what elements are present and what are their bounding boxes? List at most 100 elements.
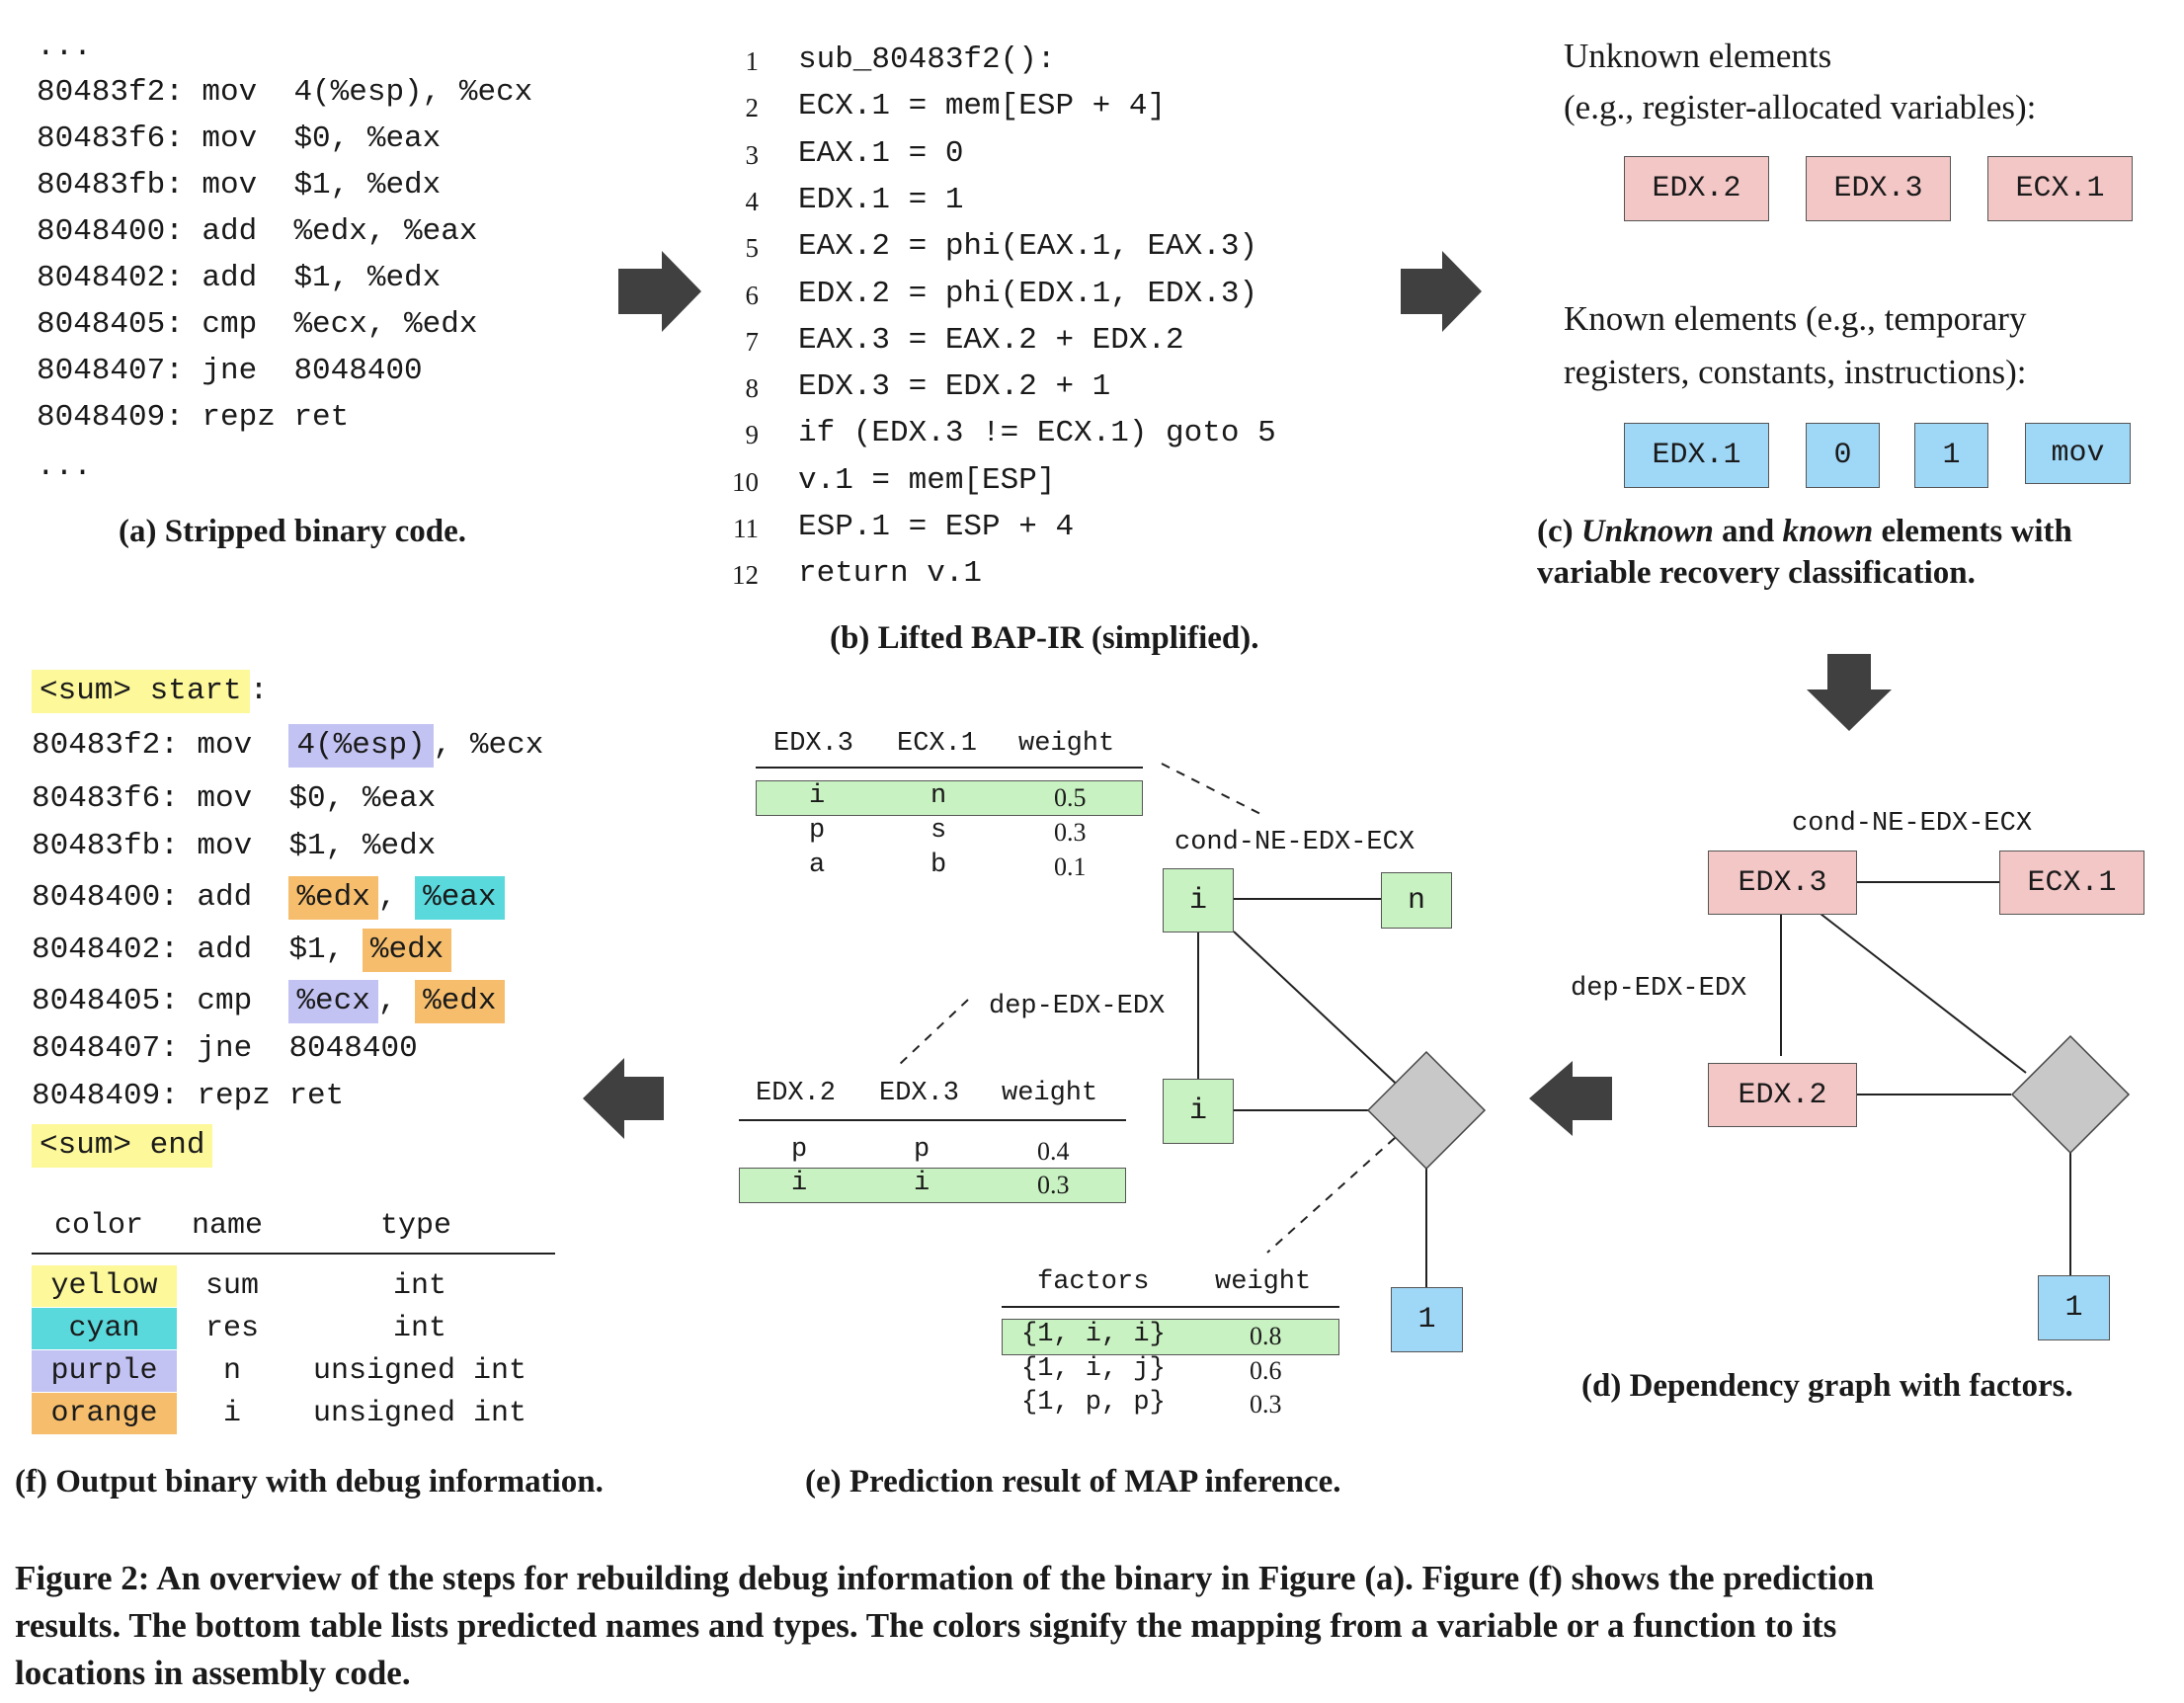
figure-caption-line2: results. The bottom table lists predicte… (15, 1606, 1837, 1645)
t3-cell: {1, i, j} (1021, 1354, 1166, 1384)
t1-cell: b (930, 851, 947, 880)
f-header-name: name (192, 1209, 264, 1243)
ir-line-number: 7 (745, 326, 760, 357)
factor-label-dep: dep-EDX-EDX (1571, 974, 1747, 1004)
asm-line: 8048405: cmp %ecx, %edx (37, 307, 478, 342)
asm-line: 8048407: jne 8048400 (37, 354, 423, 388)
t1-cell: n (930, 781, 947, 811)
t1-cell: 0.3 (1054, 818, 1087, 847)
ir-line-code: EDX.3 = EDX.2 + 1 (798, 369, 1111, 405)
annotated-asm-line: 8048407: jne 8048400 (32, 1027, 418, 1071)
asm-line: 80483fb: mov $1, %edx (37, 168, 442, 203)
sum-start-tag: <sum> start (32, 670, 250, 713)
t1-cell: i (809, 781, 826, 811)
edge-edx3-factor (1820, 913, 2027, 1074)
ir-line-number: 4 (745, 186, 760, 216)
unknown-box: EDX.3 (1806, 156, 1951, 221)
caption-b: (b) Lifted BAP-IR (simplified). (830, 620, 1259, 656)
known-box: 1 (1914, 423, 1988, 488)
factor-label-cond: cond-NE-EDX-ECX (1792, 809, 2033, 839)
t2-rule (739, 1119, 1126, 1121)
t3-cell: 0.6 (1250, 1356, 1282, 1385)
arrow-a-to-b (618, 251, 701, 332)
sum-end-tag: <sum> end (32, 1124, 213, 1168)
asm-operand: $1, (288, 933, 363, 967)
label-cond: cond-NE-EDX-ECX (1174, 828, 1416, 857)
node-const: 1 (2038, 1275, 2110, 1340)
asm-line: 8048402: add $1, %edx (37, 261, 442, 295)
f-rule (32, 1253, 555, 1255)
t2-header: weight (1002, 1079, 1098, 1108)
t1-cell: 0.1 (1054, 852, 1087, 881)
asm-operand: 8048400 (288, 1031, 418, 1066)
ellipsis-bottom: ... (37, 449, 92, 484)
ir-line-code: sub_80483f2(): (798, 42, 1056, 77)
caption-f: (f) Output binary with debug information… (15, 1464, 604, 1500)
t2-cell: 0.4 (1037, 1137, 1070, 1166)
dash-table2 (898, 999, 969, 1066)
label-dep: dep-EDX-EDX (989, 992, 1166, 1021)
node-edx2: EDX.2 (1708, 1063, 1857, 1127)
node-ecx1: ECX.1 (1999, 851, 2144, 915)
caption-c-line2: variable recovery classification. (1537, 555, 1976, 591)
t2-header: EDX.2 (756, 1079, 837, 1108)
annotated-asm-line: 8048409: repz ret (32, 1075, 344, 1118)
asm-operand: , (377, 984, 416, 1018)
legend-type: unsigned int (312, 1354, 527, 1388)
figure-caption-line1: Figure 2: An overview of the steps for r… (15, 1559, 1875, 1597)
asm-operand: $0, %eax (288, 781, 437, 816)
node-n: n (1381, 872, 1452, 929)
t1-header: EDX.3 (773, 729, 854, 759)
legend-color-purple: purple (32, 1350, 177, 1392)
known-box: 0 (1806, 423, 1880, 488)
known-box: EDX.1 (1624, 423, 1769, 488)
unknown-box: EDX.2 (1624, 156, 1769, 221)
ir-line-number: 11 (733, 514, 759, 543)
asm-line: 80483f6: mov $0, %eax (37, 122, 442, 156)
t3-cell: {1, i, i} (1021, 1320, 1166, 1349)
factor-diamond-d (2010, 1034, 2131, 1155)
ir-line-code: v.1 = mem[ESP] (798, 462, 1056, 498)
asm-address: 8048409: repz (32, 1079, 289, 1113)
f-header-type: type (380, 1209, 452, 1243)
ir-line-code: EDX.1 = 1 (798, 182, 964, 217)
legend-name: i (222, 1397, 241, 1430)
arrow-c-to-d (1807, 654, 1892, 731)
ir-line-number: 9 (745, 420, 760, 450)
annotated-asm-line: 80483f6: mov $0, %eax (32, 777, 436, 821)
t3-cell: 0.8 (1250, 1322, 1282, 1350)
t1-cell: p (809, 816, 826, 846)
ir-line-number: 3 (745, 139, 760, 170)
t3-header: weight (1215, 1267, 1312, 1297)
node-i1: i (1163, 868, 1234, 933)
unknown-title: Unknown elements (1564, 37, 1832, 75)
factor-diamond-e (1366, 1050, 1487, 1171)
unknown-box: ECX.1 (1987, 156, 2133, 221)
t1-cell: 0.5 (1054, 783, 1087, 812)
asm-line: 8048400: add %edx, %eax (37, 214, 478, 249)
caption-c-line1: (c) Unknown and known elements with (1537, 514, 2072, 549)
t3-header: factors (1037, 1267, 1150, 1297)
ir-line-number: 2 (745, 93, 760, 123)
t2-best-row (739, 1168, 1126, 1203)
dash-table1 (1161, 763, 1267, 818)
t1-rule (756, 767, 1143, 769)
ir-line-code: EAX.3 = EAX.2 + EDX.2 (798, 322, 1184, 358)
annotated-asm-line: 8048400: add %edx, %eax (32, 876, 505, 920)
t2-cell: 0.3 (1037, 1171, 1070, 1199)
asm-address: 80483f6: mov (32, 781, 289, 816)
sum-start-line: <sum> start: (32, 670, 268, 713)
legend-color-orange: orange (32, 1393, 177, 1434)
asm-operand: $1, %edx (288, 829, 437, 863)
asm-address: 8048407: jne (32, 1031, 289, 1066)
t2-cell: i (914, 1169, 930, 1198)
t2-cell: p (914, 1135, 930, 1165)
legend-name: res (204, 1312, 259, 1345)
asm-address: 80483fb: mov (32, 829, 289, 863)
ir-line-code: ECX.1 = mem[ESP + 4] (798, 89, 1167, 124)
ir-line-number: 6 (745, 280, 760, 310)
asm-operand: , (377, 880, 416, 915)
sum-end-line: <sum> end (32, 1124, 213, 1168)
dash-table3 (1266, 1137, 1396, 1254)
arrow-d-to-e (1529, 1061, 1612, 1136)
